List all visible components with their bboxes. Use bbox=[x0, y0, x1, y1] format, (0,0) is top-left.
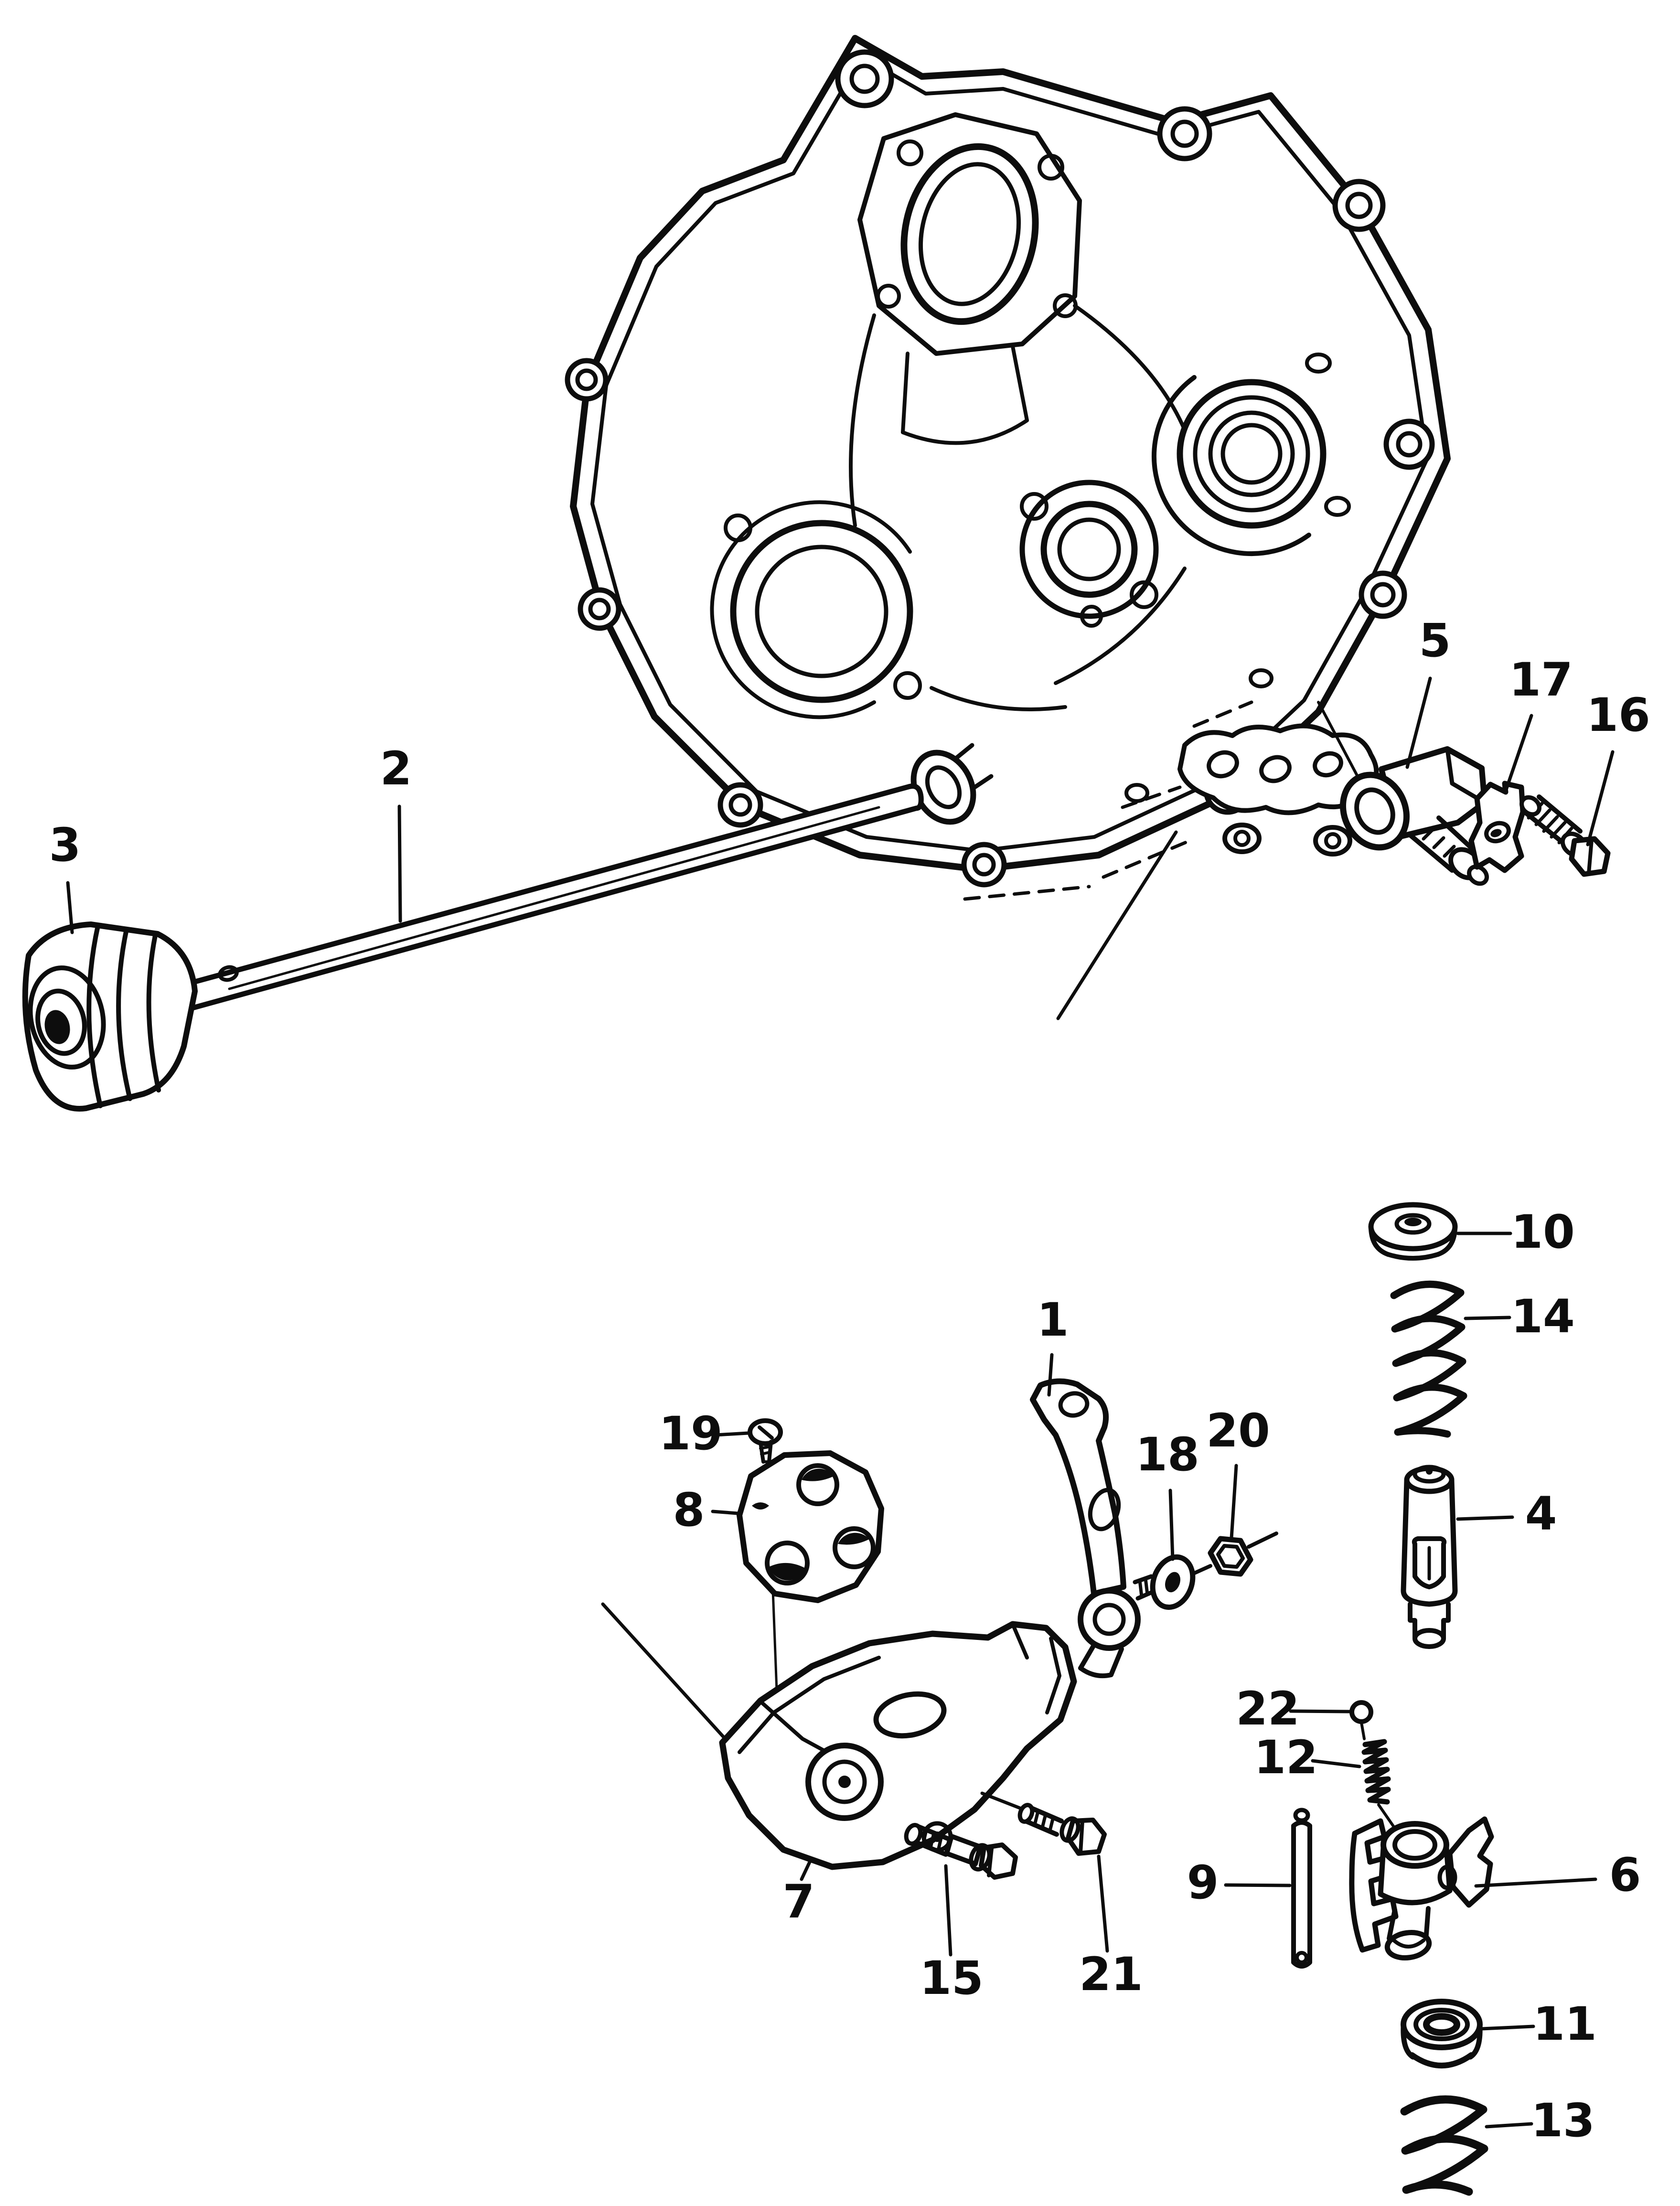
callout-leader-5 bbox=[1405, 676, 1432, 769]
callout-leader-13 bbox=[1485, 2122, 1533, 2129]
callout-leader-20 bbox=[1230, 1464, 1238, 1540]
callout-label-18: 18 bbox=[1135, 1428, 1199, 1481]
callout-leader-1 bbox=[1047, 1353, 1054, 1397]
callout-leader-16 bbox=[1586, 750, 1615, 846]
callout-leader-12 bbox=[1311, 1759, 1361, 1768]
callout-leader-14 bbox=[1464, 1316, 1511, 1320]
callout-leader-17 bbox=[1504, 714, 1533, 793]
callout-label-22: 22 bbox=[1236, 1682, 1300, 1735]
washer-18-drawing bbox=[1150, 1554, 1196, 1610]
callout-label-12: 12 bbox=[1254, 1731, 1318, 1784]
callout-label-14: 14 bbox=[1511, 1290, 1575, 1343]
callout-leader-15 bbox=[944, 1864, 952, 1957]
clutch-housing-drawing bbox=[565, 35, 1451, 1020]
cup-11-drawing bbox=[1401, 1999, 1483, 2068]
shift-lever-arm-drawing bbox=[1030, 1378, 1212, 1679]
housing-bolt-bosses bbox=[565, 49, 1435, 888]
callout-leader-22 bbox=[1289, 1709, 1352, 1713]
callout-leader-19 bbox=[714, 1431, 750, 1437]
callout-label-19: 19 bbox=[659, 1407, 723, 1460]
housing-pointer-line bbox=[1056, 830, 1178, 1020]
callout-leader-3 bbox=[66, 881, 74, 934]
callout-label-10: 10 bbox=[1511, 1205, 1575, 1259]
shift-arm-bracket-drawing bbox=[601, 1602, 1077, 1870]
callout-label-17: 17 bbox=[1509, 653, 1573, 707]
selector-plunger-drawing bbox=[1401, 1465, 1458, 1649]
callout-label-13: 13 bbox=[1531, 2094, 1595, 2147]
setting-plate-drawing bbox=[737, 1450, 884, 1603]
bolt-16-drawing bbox=[1519, 794, 1611, 877]
callout-leader-11 bbox=[1480, 2024, 1535, 2031]
callout-leader-8 bbox=[711, 1510, 739, 1515]
bolt-21-drawing bbox=[1017, 1803, 1107, 1856]
callout-label-20: 20 bbox=[1206, 1404, 1270, 1457]
callout-label-4: 4 bbox=[1525, 1487, 1557, 1541]
housing-center-bore bbox=[1019, 480, 1159, 628]
callout-label-8: 8 bbox=[673, 1483, 705, 1537]
housing-top-opening bbox=[857, 112, 1082, 356]
bolt-15-drawing bbox=[904, 1823, 1018, 1880]
spring-14-drawing bbox=[1390, 1280, 1467, 1438]
housing-bearing-bore bbox=[1151, 375, 1327, 557]
spring-13-drawing bbox=[1400, 2095, 1488, 2196]
nut-20-drawing bbox=[1208, 1531, 1278, 1577]
callout-leader-4 bbox=[1456, 1515, 1514, 1521]
gear-selector-drawing bbox=[1349, 1816, 1494, 1960]
callout-label-11: 11 bbox=[1533, 1997, 1597, 2051]
callout-leader-2 bbox=[397, 804, 402, 923]
callout-label-2: 2 bbox=[380, 742, 412, 795]
callout-label-15: 15 bbox=[920, 1951, 984, 2005]
rod-bushing-drawing bbox=[22, 921, 198, 1112]
callout-leader-7 bbox=[800, 1860, 812, 1881]
washer-10-drawing bbox=[1368, 1202, 1458, 1261]
lock-plate-drawing bbox=[1468, 781, 1526, 873]
callout-label-21: 21 bbox=[1079, 1948, 1143, 2001]
steel-ball-drawing bbox=[1349, 1700, 1373, 1740]
callout-label-5: 5 bbox=[1419, 614, 1451, 667]
callout-label-3: 3 bbox=[49, 818, 81, 872]
callout-label-7: 7 bbox=[783, 1875, 815, 1928]
callout-label-16: 16 bbox=[1586, 688, 1650, 742]
callout-leader-21 bbox=[1097, 1854, 1109, 1953]
housing-detent-boss bbox=[1177, 723, 1379, 857]
housing-left-opening bbox=[710, 500, 922, 719]
callout-leader-6 bbox=[1474, 1877, 1597, 1888]
selector-pin-drawing bbox=[1291, 1808, 1312, 1969]
callout-label-1: 1 bbox=[1037, 1293, 1069, 1347]
callout-label-6: 6 bbox=[1609, 1848, 1641, 1902]
housing-hidden-lines bbox=[963, 700, 1253, 901]
callout-label-9: 9 bbox=[1187, 1856, 1219, 1909]
callout-leader-18 bbox=[1168, 1489, 1175, 1561]
housing-rod-entry-boss bbox=[910, 743, 994, 825]
housing-ribs bbox=[849, 304, 1187, 711]
shift-rod-drawing bbox=[177, 783, 924, 1012]
